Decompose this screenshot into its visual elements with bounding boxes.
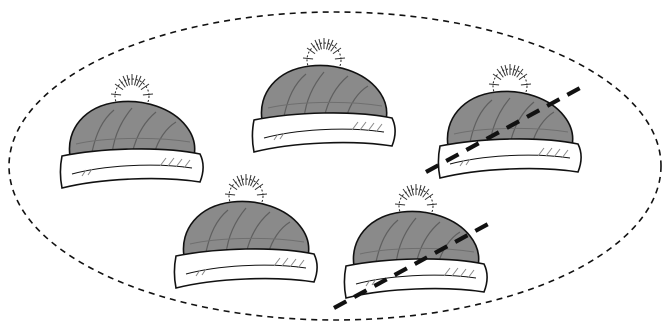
knit-hat-with-pompom-icon	[61, 74, 204, 188]
hats-layer	[61, 38, 582, 298]
knit-hat-with-pompom-icon	[345, 184, 488, 298]
knit-hat-with-pompom-icon	[253, 38, 396, 152]
knit-hat-with-pompom-icon	[175, 174, 318, 288]
knit-hat-with-pompom-icon	[439, 64, 582, 178]
